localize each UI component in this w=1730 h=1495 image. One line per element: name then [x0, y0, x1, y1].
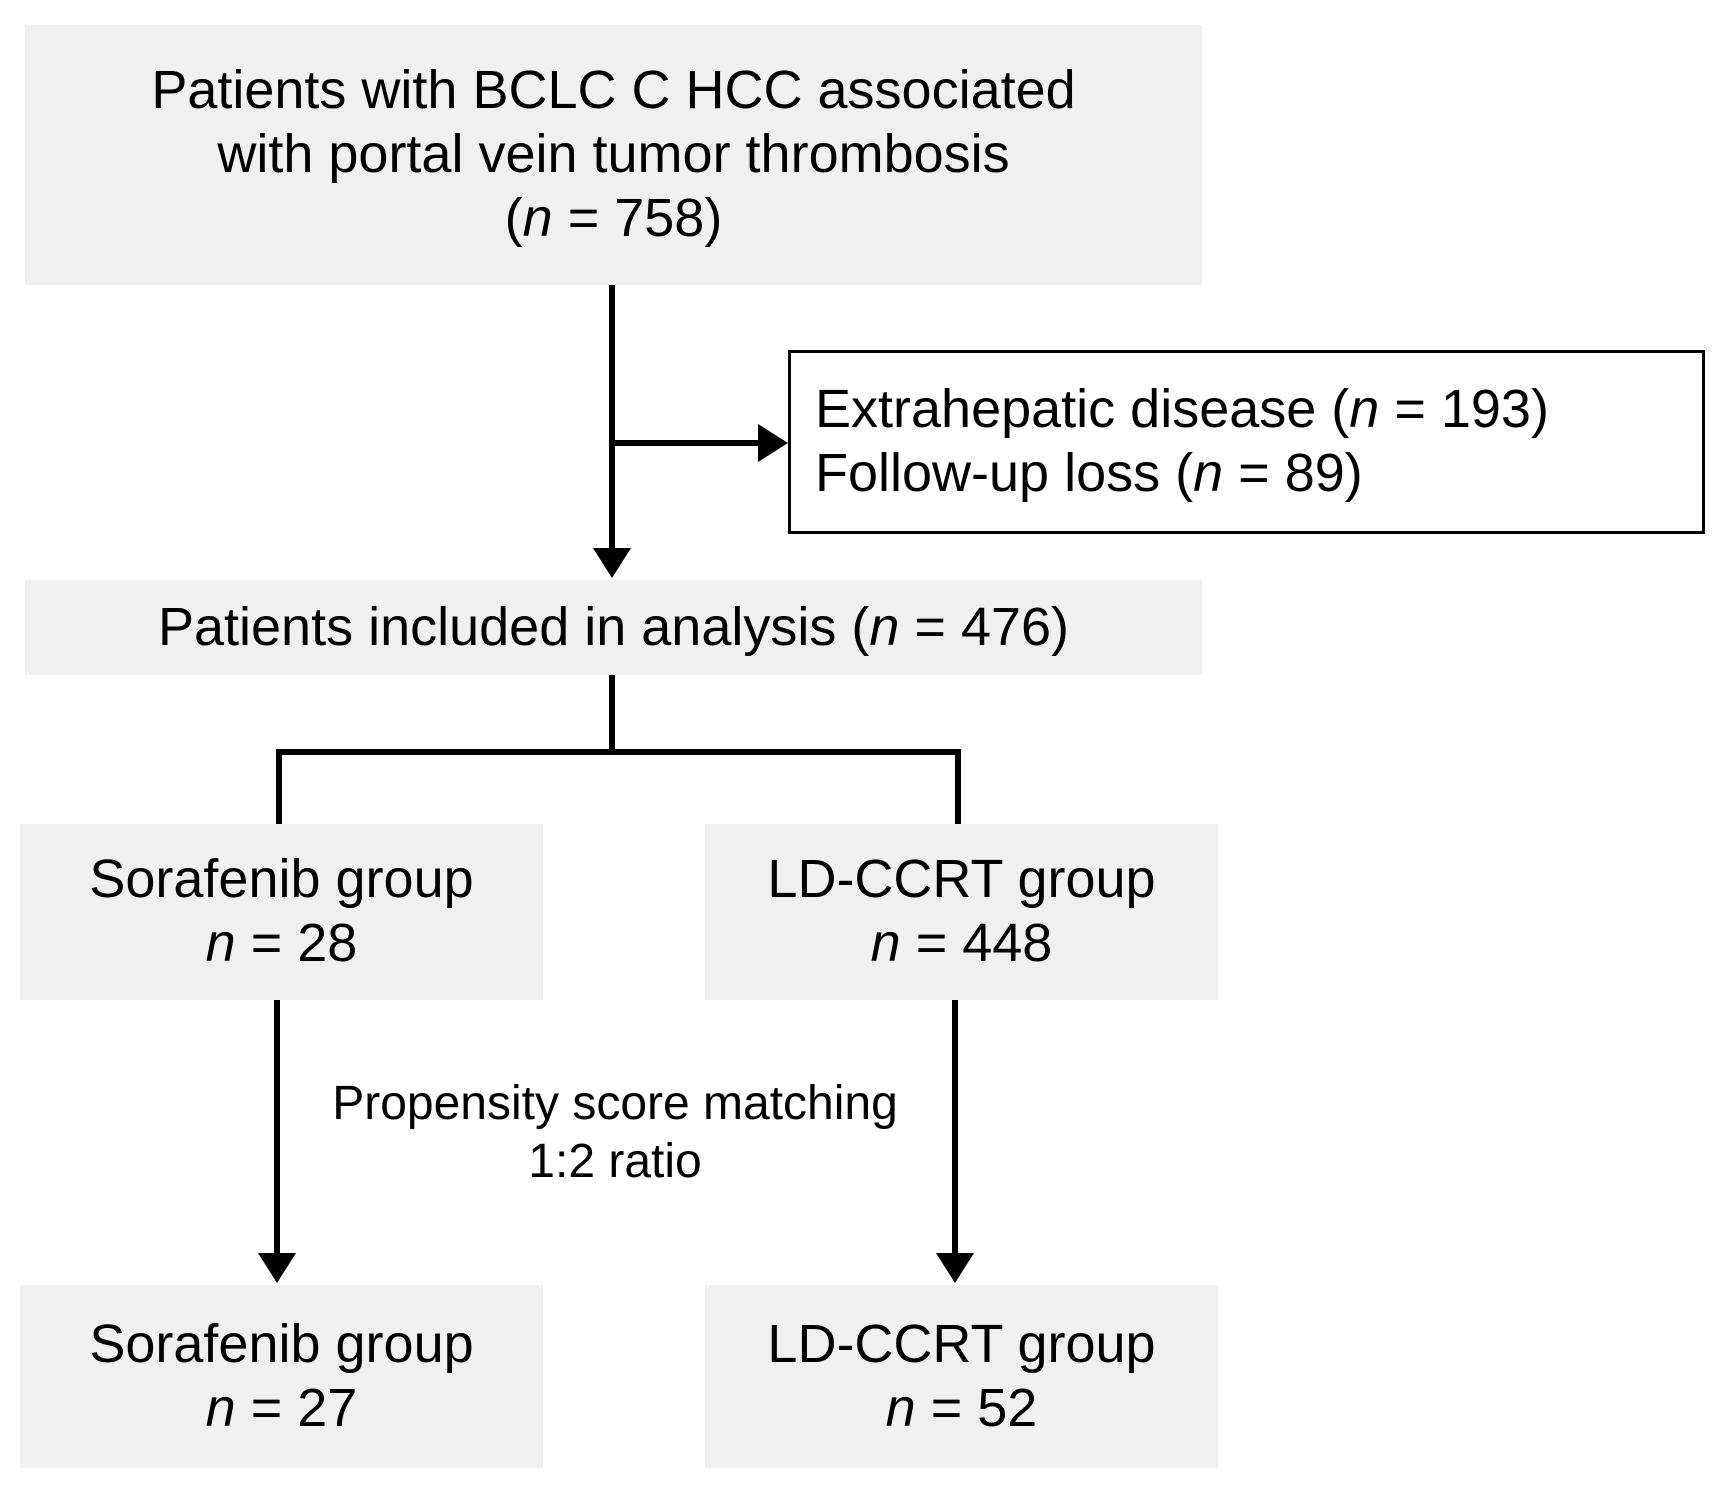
- n-symbol: n: [522, 187, 553, 248]
- n-symbol: n: [870, 913, 901, 973]
- exclusion-extrahepatic-label: Extrahepatic disease (: [815, 379, 1350, 440]
- n-symbol: n: [1193, 443, 1224, 503]
- ldccrt-postmatch-count: = 52: [915, 1377, 1038, 1438]
- trunk-line-source-to-included: [609, 285, 615, 550]
- node-exclusions: Extrahepatic disease (n = 193) Follow-up…: [788, 350, 1705, 534]
- arrow-ldccrt-postmatch: [936, 1253, 974, 1283]
- node-ldccrt-group-postmatch: LD-CCRT group n = 52: [705, 1285, 1218, 1468]
- n-symbol: n: [205, 913, 236, 973]
- ldccrt-postmatch-count-line: n = 52: [886, 1377, 1038, 1441]
- exclusion-extrahepatic-count: = 193): [1379, 379, 1549, 440]
- sorafenib-postmatch-label: Sorafenib group: [89, 1313, 474, 1374]
- node-ldccrt-group-prematch: LD-CCRT group n = 448: [705, 824, 1218, 1000]
- ldccrt-prematch-count-line: n = 448: [871, 912, 1053, 976]
- exclusion-row-followup-loss: Follow-up loss (n = 89): [815, 442, 1363, 506]
- exclusion-followup-label: Follow-up loss (: [815, 443, 1194, 503]
- sorafenib-prematch-label: Sorafenib group: [89, 849, 474, 910]
- source-population-count: = 758): [552, 187, 723, 248]
- n-symbol: n: [205, 1377, 236, 1438]
- exclusion-followup-count: = 89): [1223, 443, 1363, 503]
- n-symbol: n: [1349, 379, 1380, 440]
- exclusion-row-extrahepatic-disease: Extrahepatic disease (n = 193): [815, 378, 1549, 442]
- ldccrt-prematch-count: = 448: [900, 913, 1053, 973]
- matching-line-ldccrt: [952, 1000, 958, 1255]
- split-horizontal-line: [276, 749, 961, 755]
- included-label: Patients included in analysis (: [157, 596, 870, 657]
- n-symbol: n: [885, 1377, 916, 1438]
- branch-line-to-exclusions: [609, 440, 761, 446]
- matching-line1: Propensity score matching: [332, 1077, 898, 1130]
- split-left-drop-line: [276, 749, 282, 824]
- node-sorafenib-group-prematch: Sorafenib group n = 28: [20, 824, 543, 1000]
- split-trunk-line: [609, 675, 615, 755]
- split-right-drop-line: [955, 749, 961, 824]
- matching-line2: 1:2 ratio: [528, 1134, 702, 1188]
- arrow-source-to-included: [593, 548, 631, 578]
- source-population-line1: Patients with BCLC C HCC associated: [151, 60, 1076, 121]
- ldccrt-postmatch-label: LD-CCRT group: [767, 1313, 1156, 1374]
- sorafenib-prematch-count: = 28: [235, 913, 358, 973]
- included-count: = 476): [899, 596, 1070, 657]
- node-sorafenib-group-postmatch: Sorafenib group n = 27: [20, 1285, 543, 1468]
- source-population-line3: (n = 758): [505, 187, 723, 251]
- n-symbol: n: [869, 596, 900, 657]
- source-population-line2: with portal vein tumor thrombosis: [217, 124, 1010, 185]
- matching-line-sorafenib: [274, 1000, 280, 1255]
- node-included-in-analysis: Patients included in analysis (n = 476): [25, 580, 1202, 675]
- included-in-analysis-text: Patients included in analysis (n = 476): [158, 596, 1069, 660]
- paren-open: (: [504, 187, 523, 248]
- annotation-propensity-score-matching: Propensity score matching 1:2 ratio: [305, 1075, 925, 1190]
- arrow-sorafenib-postmatch: [258, 1253, 296, 1283]
- node-source-population: Patients with BCLC C HCC associated with…: [25, 25, 1202, 285]
- arrow-to-exclusions: [758, 424, 788, 462]
- ldccrt-prematch-label: LD-CCRT group: [767, 849, 1156, 910]
- sorafenib-prematch-count-line: n = 28: [206, 912, 358, 976]
- sorafenib-postmatch-count: = 27: [235, 1377, 358, 1438]
- sorafenib-postmatch-count-line: n = 27: [206, 1377, 358, 1441]
